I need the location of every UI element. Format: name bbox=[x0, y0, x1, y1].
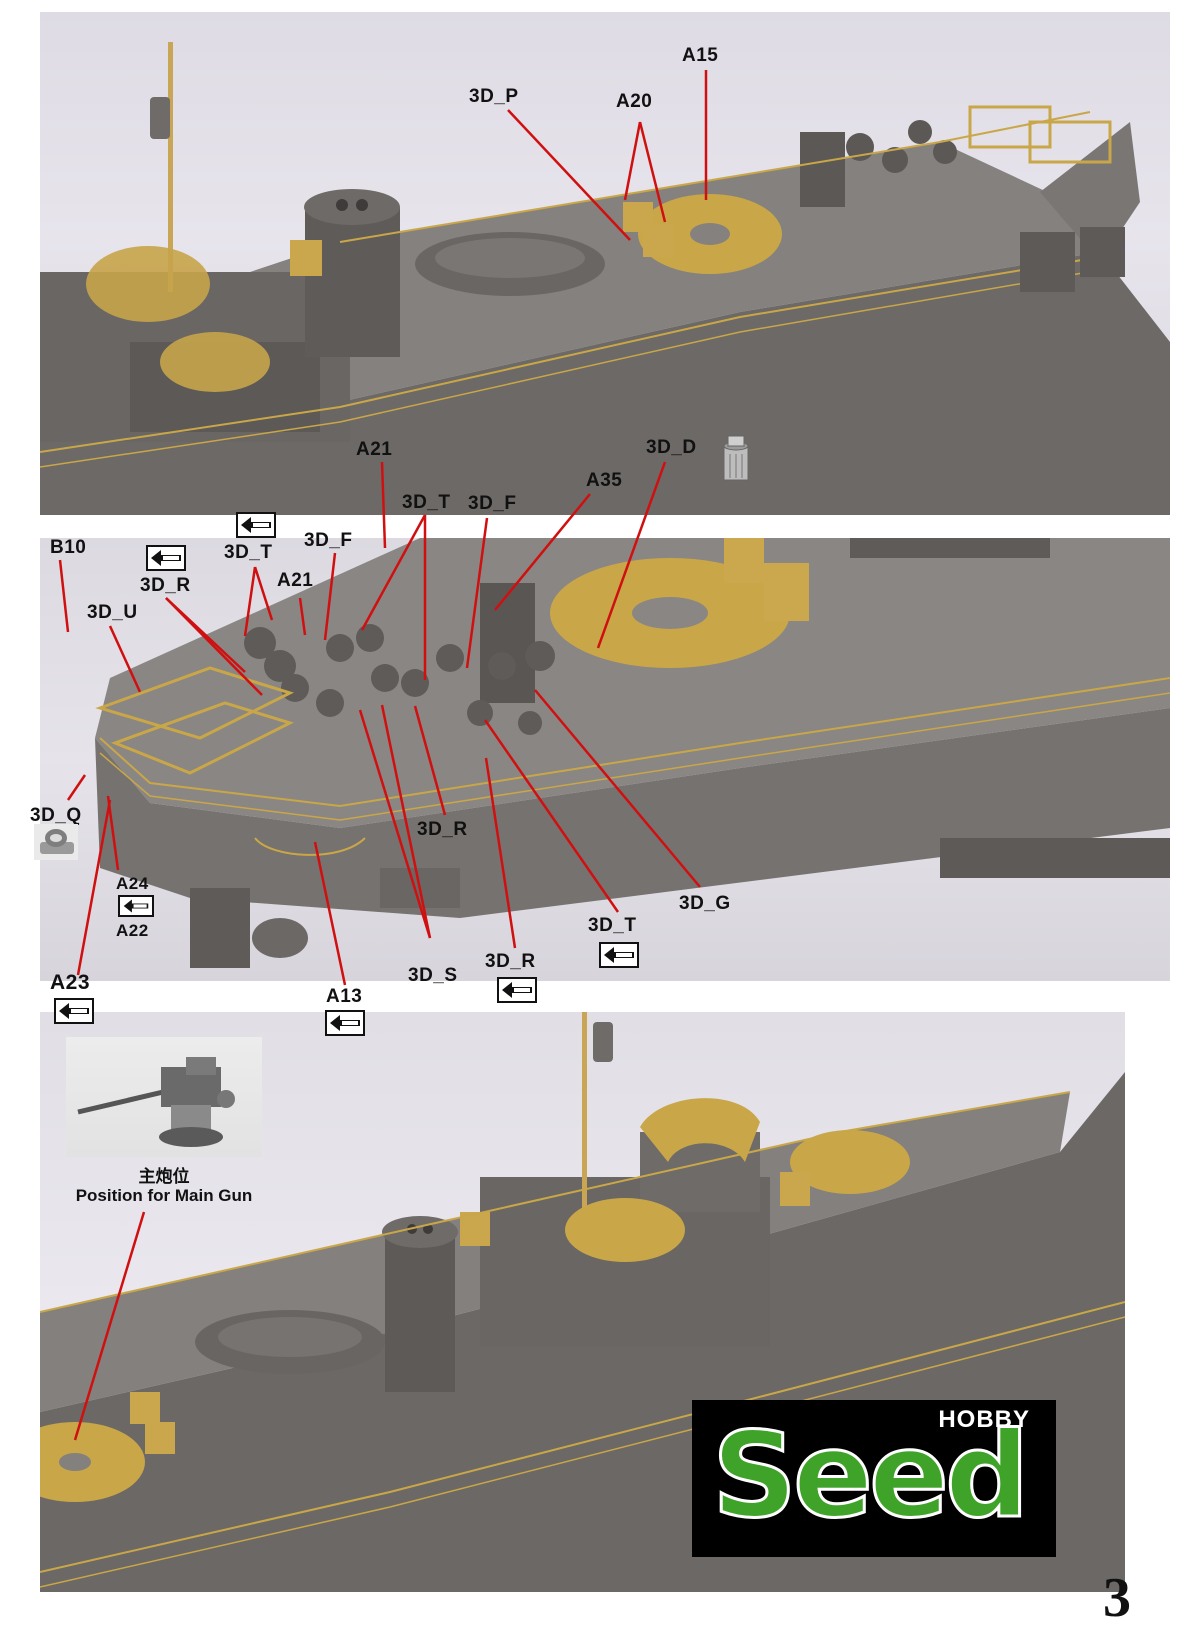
callout-3d-q: 3D_Q bbox=[30, 805, 82, 826]
callout-a21-middle: A21 bbox=[277, 570, 314, 591]
callout-3d-t-lower: 3D_T bbox=[588, 915, 637, 936]
callout-b10: B10 bbox=[50, 537, 87, 558]
callout-3d-f-center: 3D_F bbox=[468, 493, 517, 514]
main-gun-title-cn: 主炮位 bbox=[138, 1167, 190, 1186]
callout-3d-r-deck: 3D_R bbox=[417, 819, 468, 840]
main-gun-title-en: Position for Main Gun bbox=[75, 1186, 253, 1205]
callout-3d-g: 3D_G bbox=[679, 893, 731, 914]
callout-3d-t-center: 3D_T bbox=[402, 492, 451, 513]
callout-3d-d: 3D_D bbox=[646, 437, 697, 458]
callout-3d-t-left: 3D_T bbox=[224, 542, 273, 563]
photo-middle-stern-closeup bbox=[40, 538, 1170, 981]
swap-arrow-icon bbox=[497, 977, 537, 1003]
logo-hobby-text: HOBBY bbox=[938, 1406, 1030, 1433]
callout-3d-s: 3D_S bbox=[408, 965, 458, 986]
callout-3d-r-lower: 3D_R bbox=[485, 951, 536, 972]
ship-render-top bbox=[40, 42, 1170, 515]
hobby-seed-logo: HOBBY Seed bbox=[692, 1400, 1056, 1557]
part-3d-q-icon bbox=[34, 824, 78, 860]
callout-a15: A15 bbox=[682, 45, 719, 66]
swap-arrow-icon bbox=[118, 895, 154, 917]
swap-arrow-icon bbox=[146, 545, 186, 571]
photo-top-ship-midsection bbox=[40, 12, 1170, 515]
callout-3d-u: 3D_U bbox=[87, 602, 138, 623]
part-3d-d-icon bbox=[718, 432, 754, 482]
callout-a35: A35 bbox=[586, 470, 623, 491]
swap-arrow-icon bbox=[325, 1010, 365, 1036]
callout-a21-top: A21 bbox=[356, 439, 393, 460]
logo-seed-text: Seed bbox=[711, 1406, 1032, 1544]
swap-arrow-icon bbox=[54, 998, 94, 1024]
callout-a22: A22 bbox=[116, 921, 149, 940]
swap-arrow-icon bbox=[236, 512, 276, 538]
main-gun-icon bbox=[77, 1057, 235, 1147]
callout-a24: A24 bbox=[116, 874, 149, 893]
callout-3d-f-left: 3D_F bbox=[304, 530, 353, 551]
page-number: 3 bbox=[1103, 1567, 1131, 1629]
callout-a23: A23 bbox=[50, 971, 91, 994]
main-gun-inset bbox=[66, 1037, 262, 1157]
callout-a20: A20 bbox=[616, 91, 653, 112]
callout-3d-r-upper: 3D_R bbox=[140, 575, 191, 596]
callout-3d-p: 3D_P bbox=[469, 86, 519, 107]
swap-arrow-icon bbox=[599, 942, 639, 968]
callout-a13: A13 bbox=[326, 986, 363, 1007]
